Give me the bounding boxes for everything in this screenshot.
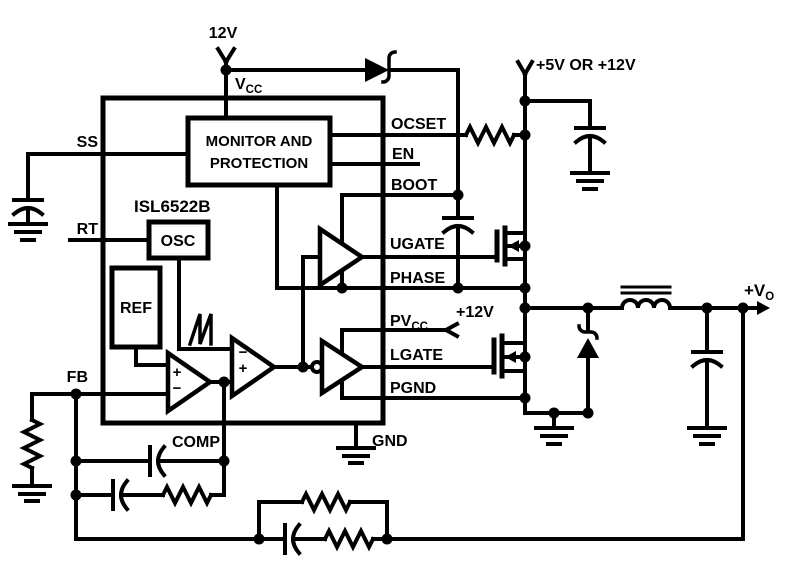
error-amplifier: + − — [165, 348, 214, 416]
vcc-label-sub: CC — [246, 84, 263, 96]
pwm-plus-mark: + — [239, 360, 248, 377]
ground-icon — [570, 171, 610, 191]
mosfet-body-arrow-icon — [508, 240, 519, 252]
mosfet-body-arrow-icon — [505, 351, 516, 363]
pin-label-phase: PHASE — [390, 270, 445, 287]
pin-label-fb: FB — [67, 369, 88, 386]
ground-icon — [8, 222, 48, 242]
junction-dots — [70, 64, 749, 545]
12v-supply-label: 12V — [209, 25, 238, 42]
input-capacitor — [523, 99, 610, 191]
ground-icon — [12, 484, 52, 503]
osc-block: OSC — [146, 219, 211, 261]
pin-label-ocset: OCSET — [391, 116, 446, 133]
inductor-core-icon — [620, 285, 672, 295]
input-rail-label: +5V OR +12V — [536, 57, 636, 74]
ground-icon — [687, 426, 727, 446]
ref-block: REF — [109, 265, 163, 350]
pin-label-gnd: GND — [372, 433, 408, 450]
sawtooth-waveform-icon — [187, 313, 213, 347]
ocset-resistor — [463, 122, 527, 148]
monitor-block-label-line2: PROTECTION — [210, 155, 308, 172]
lgate-driver — [310, 336, 367, 398]
chip-outline — [100, 95, 386, 426]
error-amp-minus-mark: − — [173, 380, 182, 397]
pin-label-pgnd: PGND — [390, 380, 436, 397]
comp-network — [74, 380, 226, 541]
pvcc-label-main: PV — [390, 313, 412, 330]
bootstrap-diode — [224, 50, 460, 197]
upper-mosfet — [494, 225, 527, 267]
lower-mosfet — [491, 333, 527, 379]
feedback-network — [74, 306, 745, 556]
pvcc-supply-label: +12V — [456, 304, 494, 321]
output-voltage-label: +VO — [744, 281, 774, 303]
pin-label-lgate: LGATE — [390, 347, 443, 364]
output-arrow-icon — [757, 301, 770, 315]
12v-supply-connector: 12V — [209, 25, 238, 65]
vo-label-sub: O — [765, 291, 774, 303]
output-inductor — [523, 285, 759, 311]
vcc-label-main: V — [235, 76, 246, 93]
pvcc-label-sub: CC — [411, 321, 428, 333]
pin-label-comp: COMP — [172, 434, 220, 451]
output-capacitor — [687, 306, 727, 446]
vcc-pin-label: VCC — [235, 76, 262, 96]
pin-label-ugate: UGATE — [390, 236, 445, 253]
osc-block-label: OSC — [161, 233, 196, 250]
pin-label-boot: BOOT — [391, 177, 437, 194]
ground-icon — [534, 426, 574, 446]
monitor-protection-block: MONITOR AND PROTECTION — [185, 115, 333, 188]
input-rail-connector: +5V OR +12V — [515, 57, 636, 77]
ugate-driver — [317, 224, 367, 290]
pwm-comparator: − + — [229, 333, 278, 401]
pin-label-en: EN — [392, 146, 414, 163]
ref-block-label: REF — [120, 300, 152, 317]
chip-ground — [336, 421, 376, 465]
pwm-minus-mark: − — [239, 344, 248, 361]
pin-label-ss: SS — [77, 134, 99, 151]
monitor-block-label-line1: MONITOR AND — [206, 133, 313, 150]
chip-part-number: ISL6522B — [134, 197, 211, 216]
error-amp-plus-mark: + — [173, 364, 182, 381]
soft-start-capacitor — [8, 152, 190, 242]
vo-label-main: +V — [744, 281, 766, 300]
schottky-diode — [577, 306, 599, 415]
bootstrap-capacitor — [441, 193, 475, 290]
output-terminal: +VO — [744, 281, 774, 315]
ground-icon — [336, 446, 376, 465]
feedback-divider-resistor — [12, 392, 170, 503]
pin-label-pvcc: PVCC — [390, 313, 428, 333]
pin-labels: SS RT FB COMP GND OCSET EN BOOT UGATE PH… — [67, 116, 447, 451]
pin-label-rt: RT — [77, 221, 99, 238]
pvcc-supply-connector: +12V — [441, 304, 494, 339]
